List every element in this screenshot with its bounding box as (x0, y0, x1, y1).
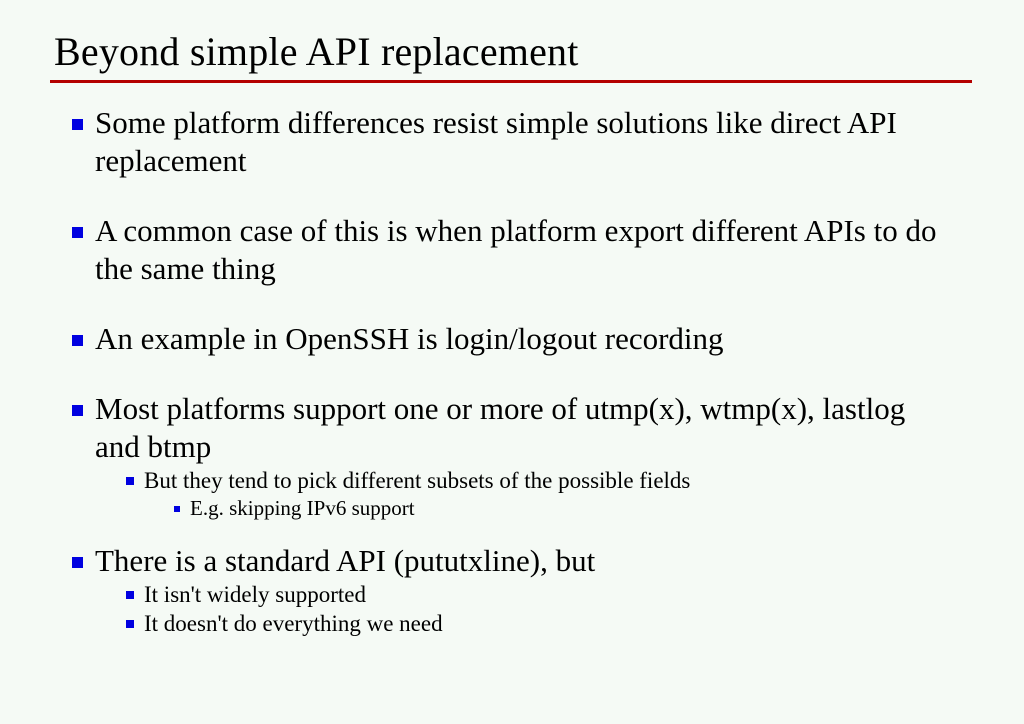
bullet-text: Some platform differences resist simple … (95, 105, 897, 178)
bullet-text: It doesn't do everything we need (144, 611, 443, 636)
bullet-text: There is a standard API (pututxline), bu… (95, 543, 596, 578)
bullet-item-level1: A common case of this is when platform e… (0, 212, 1024, 288)
bullet-text: A common case of this is when platform e… (95, 213, 937, 286)
bullet-square-icon (72, 557, 83, 568)
bullet-text: Most platforms support one or more of ut… (95, 391, 906, 464)
bullet-item-level2: It isn't widely supported (0, 580, 1024, 609)
page-title: Beyond simple API replacement (54, 29, 579, 74)
slide-body: Some platform differences resist simple … (0, 104, 1024, 638)
bullet-square-icon (72, 405, 83, 416)
bullet-item-level3: E.g. skipping IPv6 support (0, 495, 1024, 522)
bullet-square-icon (72, 335, 83, 346)
bullet-item-level1: Some platform differences resist simple … (0, 104, 1024, 180)
slide-title-block: Beyond simple API replacement (50, 28, 972, 83)
spacer (0, 522, 1024, 542)
bullet-text: But they tend to pick different subsets … (144, 468, 691, 493)
bullet-item-level1: Most platforms support one or more of ut… (0, 390, 1024, 466)
bullet-item-level1: An example in OpenSSH is login/logout re… (0, 320, 1024, 358)
bullet-text: It isn't widely supported (144, 582, 366, 607)
spacer (0, 180, 1024, 212)
bullet-item-level1: There is a standard API (pututxline), bu… (0, 542, 1024, 580)
bullet-item-level2: It doesn't do everything we need (0, 609, 1024, 638)
spacer (0, 358, 1024, 390)
bullet-square-icon (72, 227, 83, 238)
spacer (0, 288, 1024, 320)
bullet-square-icon (174, 506, 180, 512)
bullet-square-icon (72, 119, 83, 130)
bullet-square-icon (126, 620, 134, 628)
bullet-list: Some platform differences resist simple … (0, 104, 1024, 638)
bullet-item-level2: But they tend to pick different subsets … (0, 466, 1024, 495)
title-underline-rule (50, 80, 972, 83)
bullet-text: E.g. skipping IPv6 support (190, 496, 415, 520)
bullet-square-icon (126, 477, 134, 485)
bullet-text: An example in OpenSSH is login/logout re… (95, 321, 724, 356)
bullet-square-icon (126, 591, 134, 599)
